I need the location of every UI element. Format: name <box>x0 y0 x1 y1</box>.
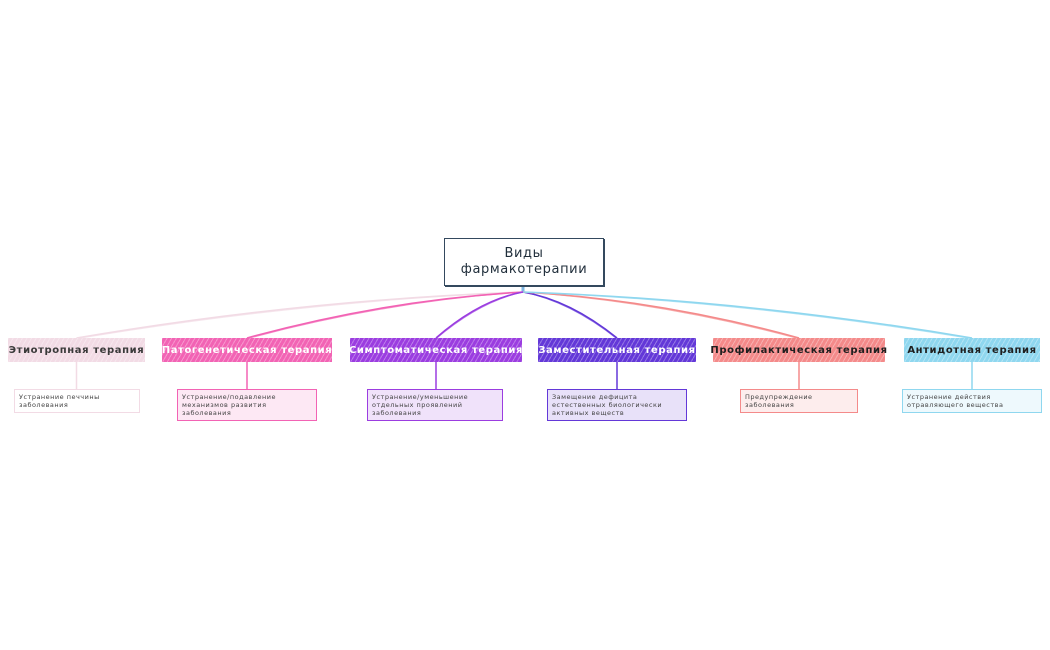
branch-connector <box>522 291 618 340</box>
branch-label: Этиотропная терапия <box>8 344 145 356</box>
branch-connector <box>76 291 524 340</box>
detail-label: Предупреждение заболевания <box>745 393 813 409</box>
branch-label: Профилактическая терапия <box>710 344 888 356</box>
branch-connector <box>522 291 800 339</box>
branch-pathogenetic[interactable]: Патогенетическая терапия <box>162 338 332 362</box>
hatch-texture <box>162 338 332 362</box>
detail-symptomatic[interactable]: Устранение/уменьшение отдельных проявлен… <box>367 389 503 421</box>
branch-connector <box>522 291 973 340</box>
branch-connector <box>246 291 524 339</box>
branch-connector <box>246 291 524 340</box>
detail-label: Устранение/уменьшение отдельных проявлен… <box>372 393 469 417</box>
hatch-texture <box>538 338 696 362</box>
branch-connector <box>522 291 973 339</box>
hatch-texture <box>350 338 522 362</box>
hatch-texture <box>8 338 145 362</box>
detail-label: Замещение дефицита естественных биологич… <box>552 393 663 417</box>
detail-pathogenetic[interactable]: Устранение/подавление механизмов развити… <box>177 389 317 421</box>
detail-substitution[interactable]: Замещение дефицита естественных биологич… <box>547 389 687 421</box>
branch-label: Антидотная терапия <box>907 344 1037 356</box>
detail-antidote[interactable]: Устранение действия отравляющего веществ… <box>902 389 1042 413</box>
branch-label: Симптоматическая терапия <box>348 344 524 356</box>
branch-label: Заместительная терапия <box>538 344 696 356</box>
hatch-texture <box>713 338 885 362</box>
root-topic[interactable]: Виды фармакотерапии <box>444 238 604 286</box>
branch-substitution[interactable]: Заместительная терапия <box>538 338 696 362</box>
branch-label: Патогенетическая терапия <box>161 344 333 356</box>
branch-etiotropic[interactable]: Этиотропная терапия <box>8 338 145 362</box>
detail-prophylactic[interactable]: Предупреждение заболевания <box>740 389 858 413</box>
branch-connector <box>522 291 800 340</box>
detail-label: Устранение печчины заболевания <box>19 393 100 409</box>
detail-label: Устранение/подавление механизмов развити… <box>182 393 277 417</box>
branch-connector <box>435 291 524 340</box>
branch-antidote[interactable]: Антидотная терапия <box>904 338 1040 362</box>
hatch-texture <box>904 338 1040 362</box>
branch-prophylactic[interactable]: Профилактическая терапия <box>710 338 888 362</box>
detail-etiotropic[interactable]: Устранение печчины заболевания <box>14 389 140 413</box>
branch-connector <box>76 291 524 339</box>
detail-label: Устранение действия отравляющего веществ… <box>907 393 1004 409</box>
root-topic-label: Виды фармакотерапии <box>460 246 588 277</box>
branch-symptomatic[interactable]: Симптоматическая терапия <box>348 338 524 362</box>
